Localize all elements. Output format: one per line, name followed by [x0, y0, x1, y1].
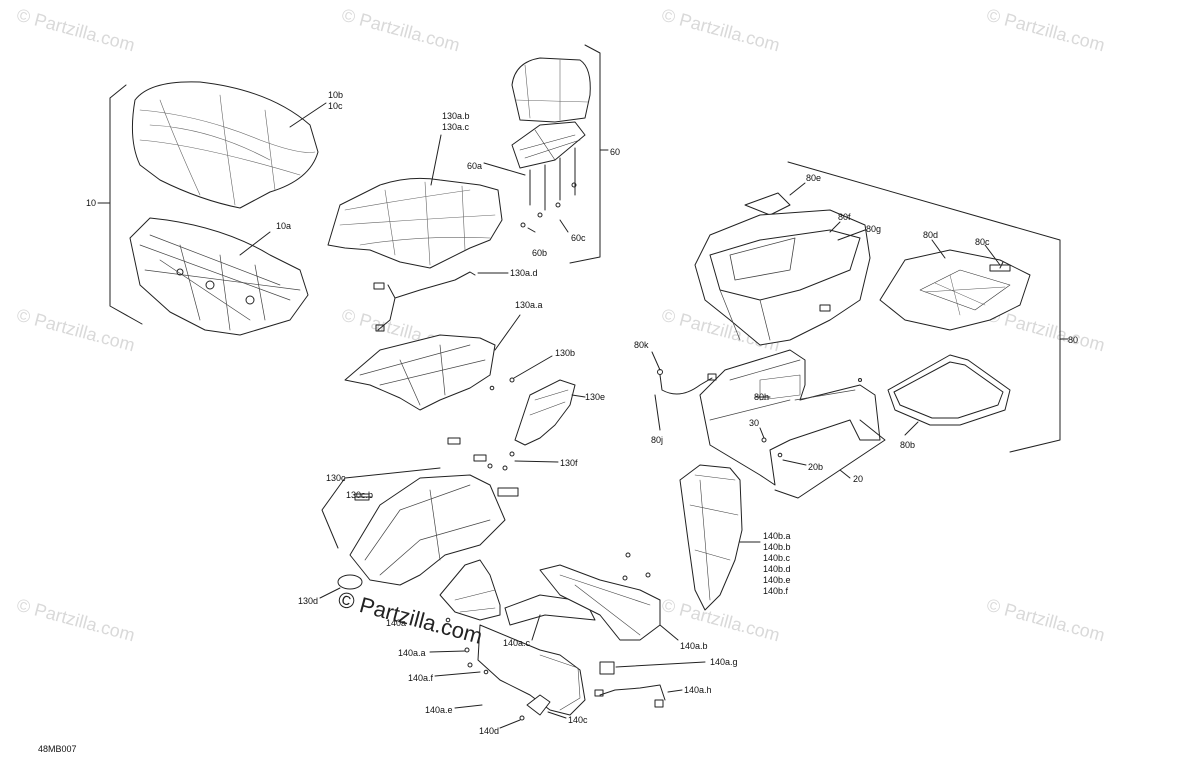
label-140bb: 140b.b — [763, 542, 791, 552]
label-80h: 80h — [754, 392, 770, 402]
label-80b: 80b — [900, 440, 916, 450]
label-130ab: 130a.b — [442, 111, 470, 121]
label-130cb: 130c.b — [346, 490, 374, 500]
label-140ae: 140a.e — [425, 705, 453, 715]
label-140ac: 140a.c — [503, 638, 531, 648]
label-140af: 140a.f — [408, 673, 434, 683]
label-80d: 80d — [923, 230, 939, 240]
label-140ag: 140a.g — [710, 657, 738, 667]
label-140bc: 140b.c — [763, 553, 791, 563]
label-60a: 60a — [467, 161, 483, 171]
label-80f: 80f — [838, 212, 851, 222]
passenger-seat-130a — [327, 134, 503, 269]
label-130ad: 130a.d — [510, 268, 538, 278]
diagram-code: 48MB007 — [38, 744, 77, 754]
label-130e: 130e — [585, 392, 606, 402]
storage-box-80 — [694, 161, 1069, 453]
label-80: 80 — [1068, 335, 1079, 345]
connector-140ag — [594, 661, 706, 708]
label-10: 10 — [86, 198, 97, 208]
seat-base-10a — [129, 217, 309, 336]
label-130d: 130d — [298, 596, 319, 606]
cable-80j — [651, 351, 717, 431]
label-60b: 60b — [532, 248, 548, 258]
frame-20 — [699, 349, 886, 499]
label-140ab: 140a.b — [680, 641, 708, 651]
label-140ah: 140a.h — [684, 685, 712, 695]
label-140ba: 140b.a — [763, 531, 791, 541]
label-140d: 140d — [479, 726, 500, 736]
label-80c: 80c — [975, 237, 990, 247]
label-140be: 140b.e — [763, 575, 791, 585]
label-10b: 10b — [328, 90, 344, 100]
cover-130e — [514, 379, 586, 446]
label-80g: 80g — [866, 224, 882, 234]
label-60: 60 — [610, 147, 621, 157]
seat-frame-130c — [321, 467, 519, 586]
seat-cushion-10b — [131, 81, 327, 209]
label-80j: 80j — [651, 435, 664, 445]
label-80e: 80e — [806, 173, 822, 183]
frame-130aa — [344, 314, 553, 411]
label-130c: 130c — [326, 473, 346, 483]
hardware-130f — [447, 437, 559, 471]
side-panel-140a — [429, 559, 501, 677]
gasket-80b — [887, 354, 1011, 436]
label-60c: 60c — [571, 233, 586, 243]
harness-130ad — [373, 271, 509, 332]
label-20: 20 — [853, 474, 864, 484]
label-20b: 20b — [808, 462, 824, 472]
label-140a: 140a — [386, 618, 407, 628]
label-130f: 130f — [560, 458, 578, 468]
armrest-140ab — [504, 552, 679, 641]
label-80k: 80k — [634, 340, 649, 350]
label-130aa: 130a.a — [515, 300, 543, 310]
label-140bd: 140b.d — [763, 564, 791, 574]
label-30: 30 — [749, 418, 760, 428]
label-10c: 10c — [328, 101, 343, 111]
side-panel-140b — [679, 464, 761, 611]
lower-panel-140c — [454, 624, 586, 729]
label-140aa: 140a.a — [398, 648, 426, 658]
backrest-60 — [483, 44, 609, 264]
label-140c: 140c — [568, 715, 588, 725]
label-130b: 130b — [555, 348, 576, 358]
bracket-130d — [319, 574, 363, 599]
label-140bf: 140b.f — [763, 586, 789, 596]
label-10a: 10a — [276, 221, 292, 231]
bracket-10 — [97, 84, 143, 325]
label-130ac: 130a.c — [442, 122, 470, 132]
